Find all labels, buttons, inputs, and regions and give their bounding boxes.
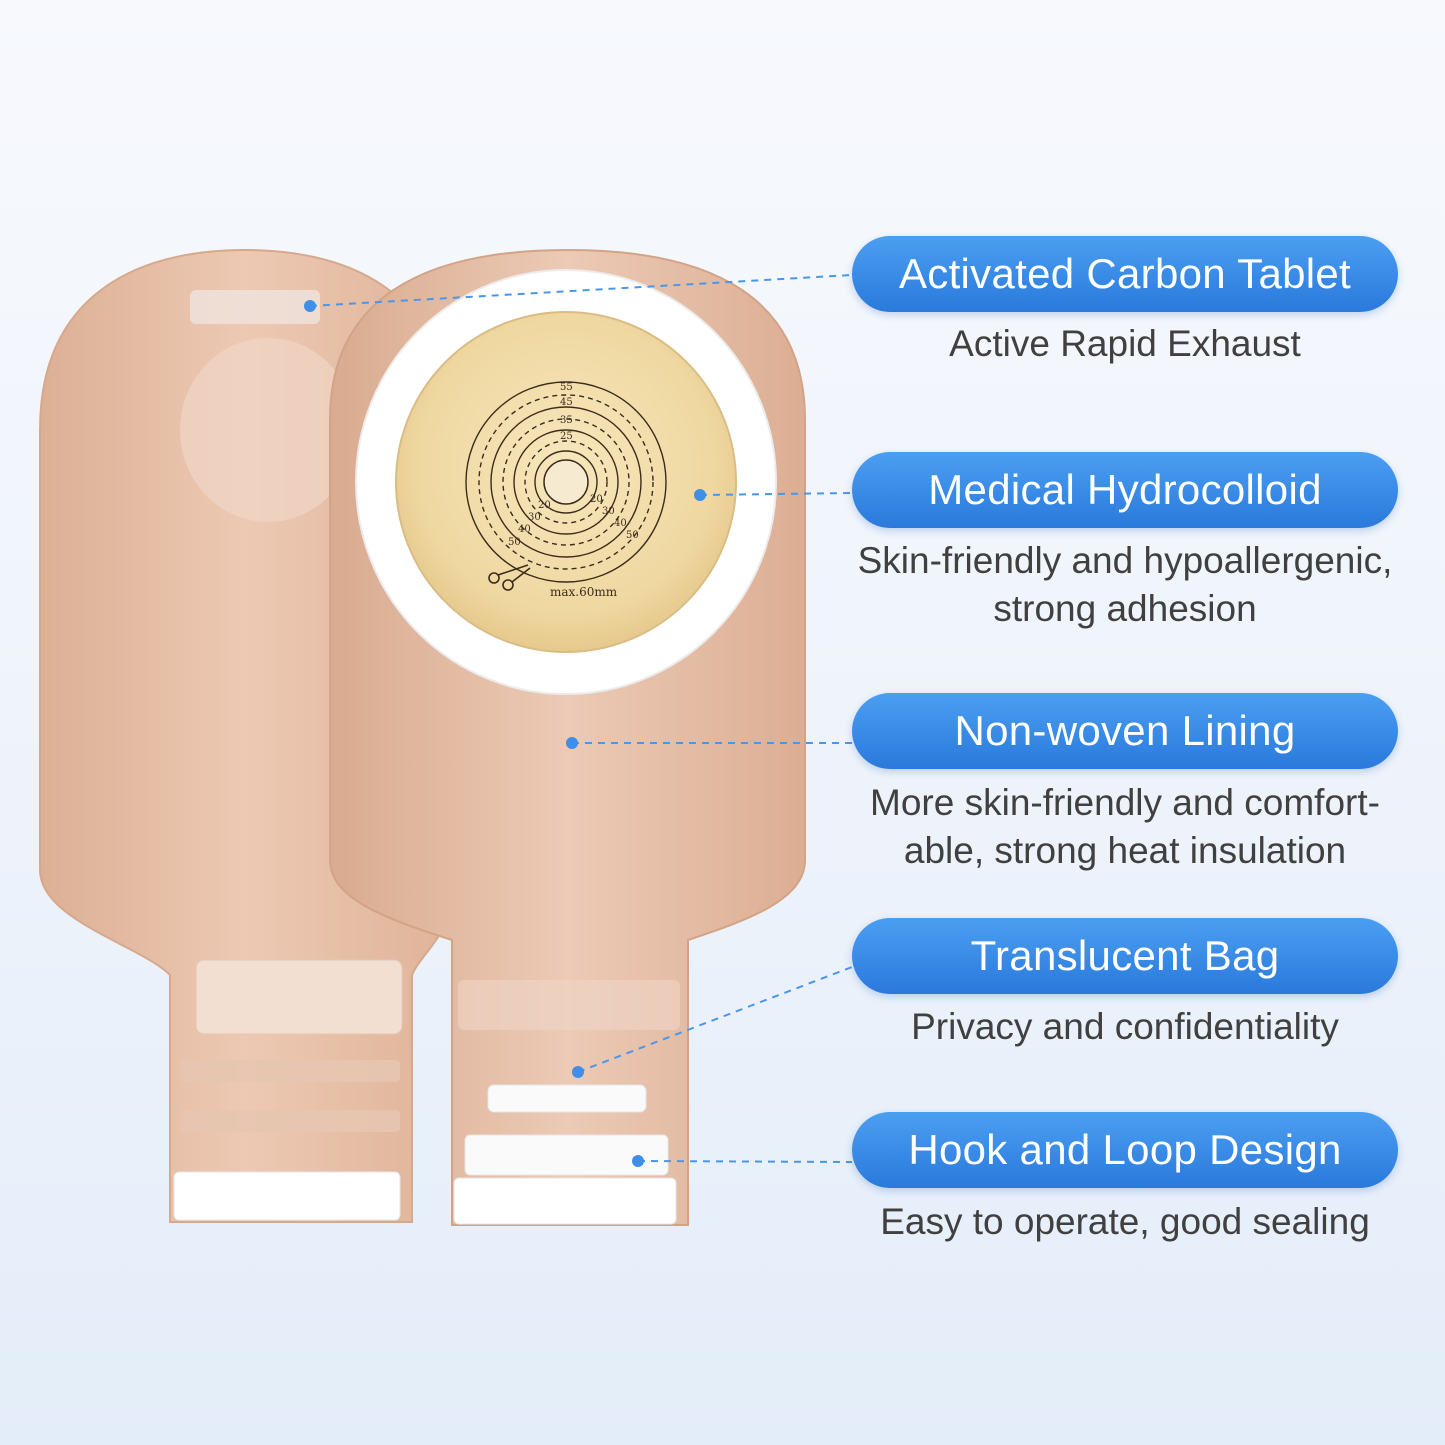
closure-strip-middle [464, 1134, 669, 1176]
feature-title-pill: Translucent Bag [852, 918, 1398, 994]
svg-text:40: 40 [614, 518, 627, 529]
svg-text:55: 55 [560, 382, 573, 393]
cut-guide-rings [465, 381, 667, 583]
dot-carbon [304, 300, 316, 312]
svg-text:20: 20 [590, 494, 603, 505]
closure-strip-top [487, 1084, 647, 1113]
feature-description: Easy to operate, good sealing [880, 1201, 1370, 1242]
svg-text:25: 25 [560, 431, 573, 442]
back-window [180, 338, 356, 522]
svg-text:40: 40 [518, 524, 531, 535]
flange-max-label: max.60mm [550, 585, 618, 599]
svg-text:20: 20 [538, 500, 551, 511]
leader-dots [304, 300, 706, 1167]
feature-title-pill: Non-woven Lining [852, 693, 1398, 769]
svg-text:30: 30 [528, 512, 541, 523]
flange-scale-numbers: 55 45 35 25 20 30 40 50 20 30 40 50 [508, 382, 639, 548]
svg-text:50: 50 [508, 537, 521, 548]
feature-title-pill: Medical Hydrocolloid [852, 452, 1398, 528]
feature-description: Active Rapid Exhaust [949, 323, 1301, 364]
svg-text:45: 45 [560, 397, 573, 408]
scissors-icon [488, 564, 531, 591]
dot-lining [566, 737, 578, 749]
svg-text:35: 35 [560, 415, 573, 426]
leader-lines [309, 274, 853, 1163]
dot-hydrocolloid [694, 489, 706, 501]
svg-text:50: 50 [626, 530, 639, 541]
leader-line-translucent [577, 966, 853, 1073]
stoma-opening [543, 459, 589, 505]
closure-strip-bottom [453, 1177, 677, 1225]
carbon-filter-patch [190, 290, 320, 324]
back-closure-patch [195, 959, 403, 1035]
feature-title-pill: Activated Carbon Tablet [852, 236, 1398, 312]
dot-translucent [572, 1066, 584, 1078]
back-closure-strip [173, 1171, 401, 1221]
leader-line-hook-loop [637, 1160, 853, 1163]
dot-hook-loop [632, 1155, 644, 1167]
feature-description: More skin-friendly and comfort- able, st… [870, 782, 1380, 871]
front-pouch: 55 45 35 25 20 30 40 50 20 30 40 50 max.… [329, 248, 806, 1226]
svg-text:30: 30 [602, 506, 615, 517]
feature-description: Privacy and confidentiality [911, 1006, 1339, 1047]
feature-title-pill: Hook and Loop Design [852, 1112, 1398, 1188]
feature-description: Skin-friendly and hypoallergenic, strong… [857, 540, 1393, 629]
